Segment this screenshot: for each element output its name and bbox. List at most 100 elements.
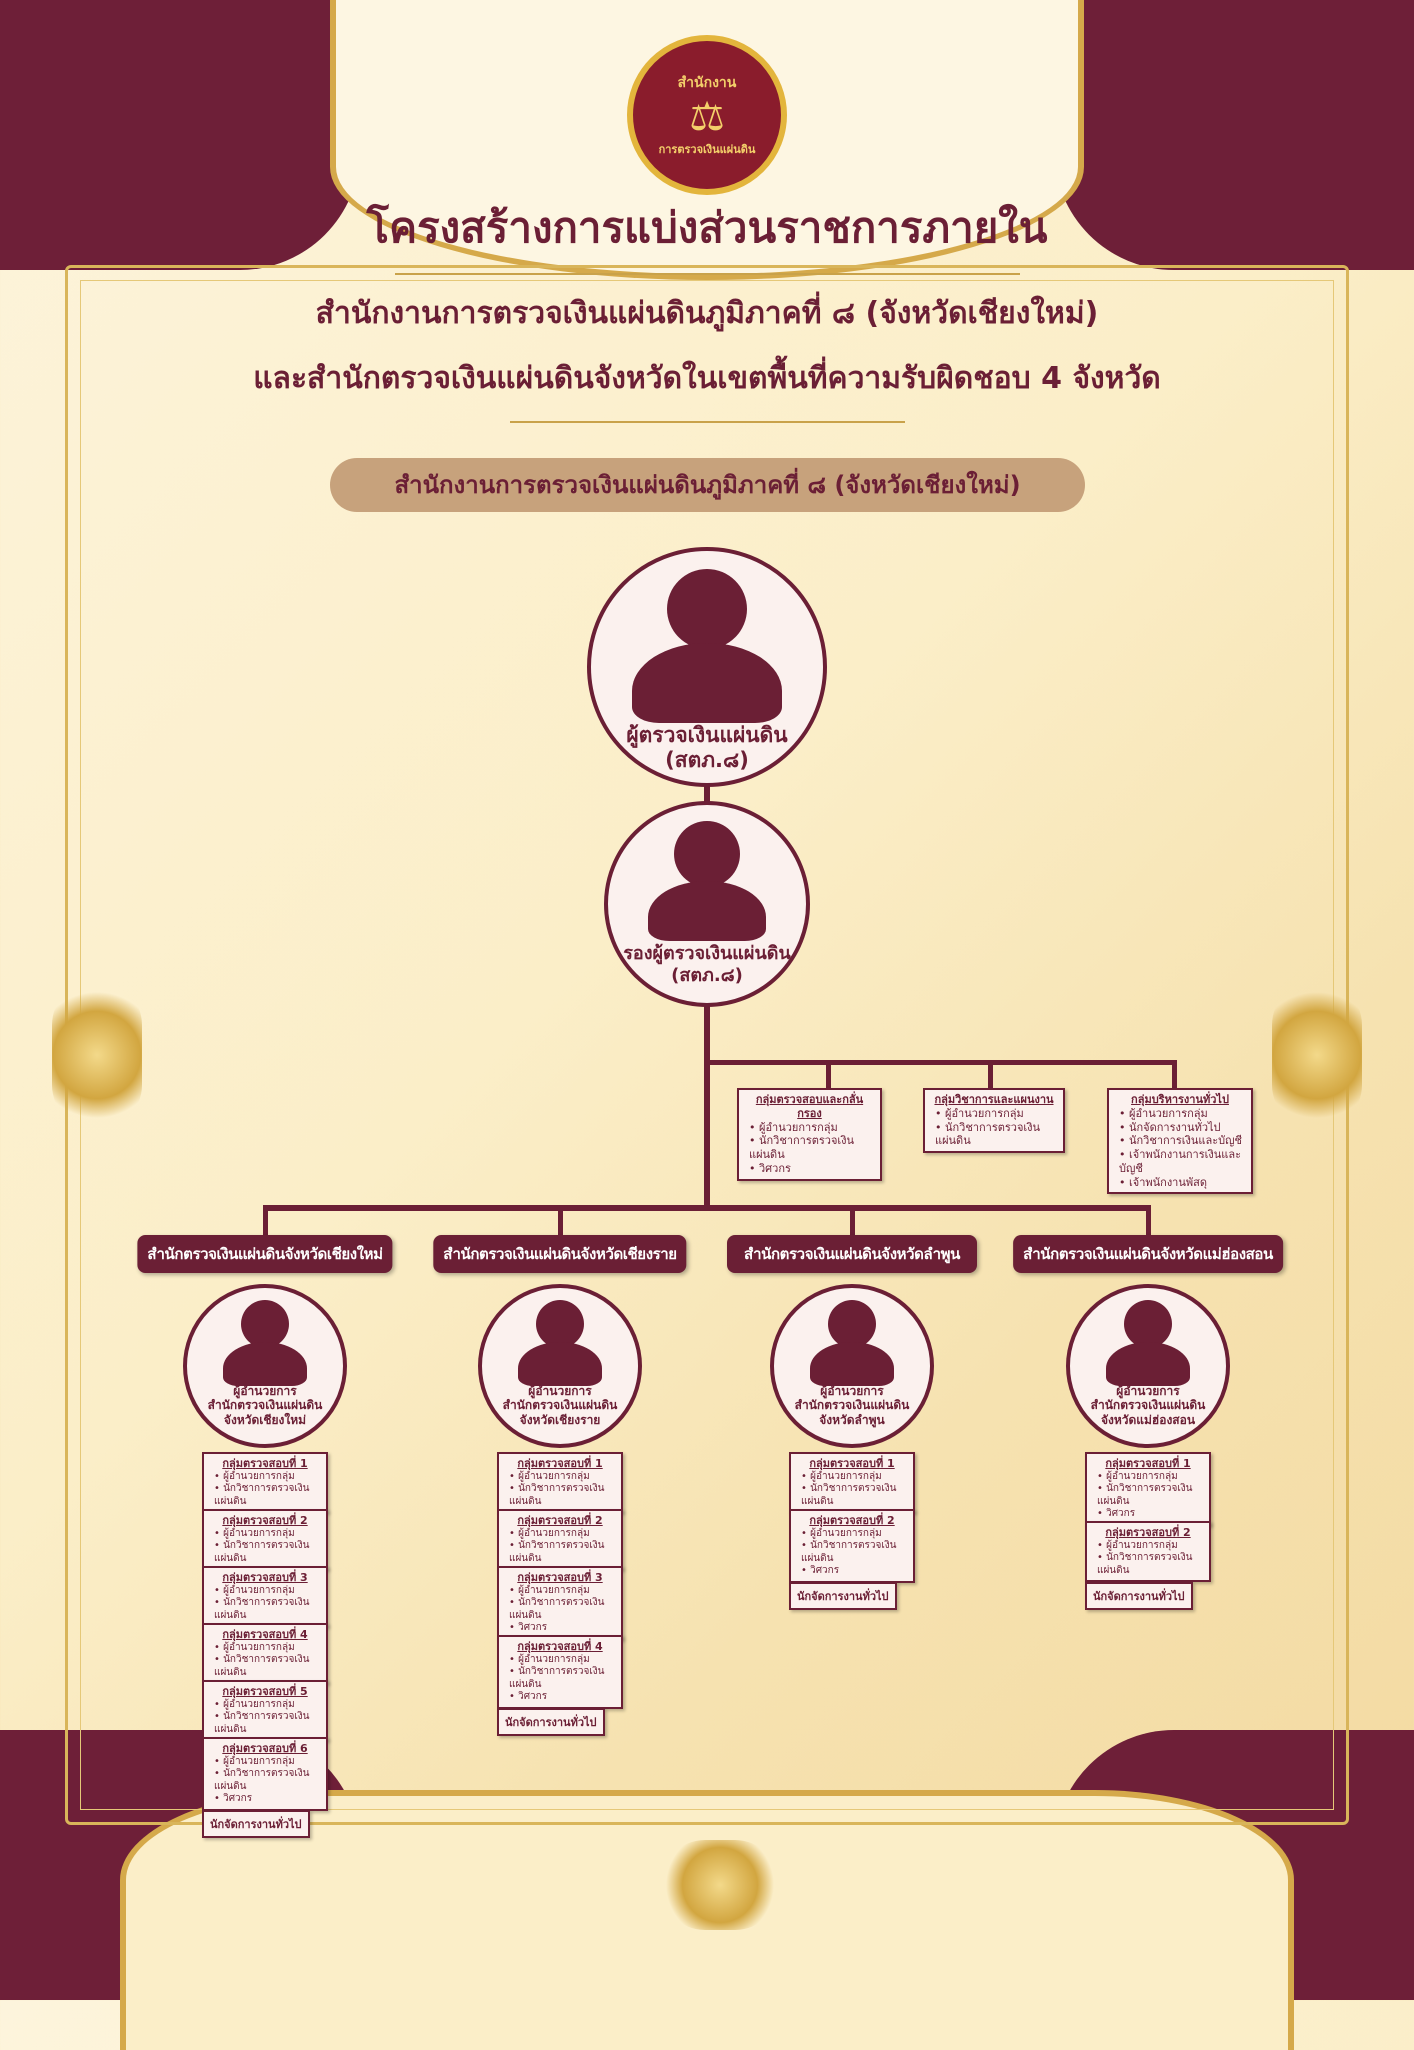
unit-title: กลุ่มบริหารงานทั่วไป bbox=[1131, 1093, 1229, 1106]
province-office-header: สำนักตรวจเงินแผ่นดินจังหวัดลำพูน bbox=[727, 1235, 977, 1273]
connector-line bbox=[850, 1205, 855, 1237]
unit-position: นักวิชาการตรวจเงินแผ่นดิน bbox=[509, 1540, 615, 1565]
auditor-general-node: ผู้ตรวจเงินแผ่นดิน (สตภ.๘) bbox=[587, 547, 827, 787]
unit-position: วิศวกร bbox=[214, 1793, 320, 1806]
person-icon-body bbox=[810, 1342, 894, 1386]
unit-box: กลุ่มตรวจสอบที่ 1ผู้อำนวยการกลุ่มนักวิชา… bbox=[202, 1452, 328, 1514]
connector-line bbox=[558, 1205, 563, 1237]
unit-position: ผู้อำนวยการกลุ่ม bbox=[214, 1756, 320, 1769]
person-icon bbox=[536, 1300, 584, 1348]
unit-box: กลุ่มตรวจสอบที่ 4ผู้อำนวยการกลุ่มนักวิชา… bbox=[497, 1635, 623, 1709]
unit-position: นักวิชาการตรวจเงินแผ่นดิน bbox=[509, 1666, 615, 1691]
unit-position: ผู้อำนวยการกลุ่ม bbox=[935, 1107, 1057, 1121]
unit-box: กลุ่มตรวจสอบที่ 5ผู้อำนวยการกลุ่มนักวิชา… bbox=[202, 1680, 328, 1742]
connector-line bbox=[988, 1060, 993, 1090]
director-label: ผู้อำนวยการ bbox=[233, 1384, 297, 1398]
unit-title: กลุ่มตรวจสอบที่ 2 bbox=[222, 1514, 308, 1527]
unit-title: กลุ่มตรวจสอบที่ 2 bbox=[809, 1514, 895, 1527]
unit-position: ผู้อำนวยการกลุ่ม bbox=[214, 1528, 320, 1541]
unit-position: นักวิชาการตรวจเงินแผ่นดิน bbox=[1097, 1483, 1203, 1508]
unit-position: ผู้อำนวยการกลุ่ม bbox=[1097, 1471, 1203, 1484]
director-label: จังหวัดเชียงใหม่ bbox=[223, 1412, 307, 1427]
unit-position: นักวิชาการตรวจเงินแผ่นดิน bbox=[214, 1654, 320, 1679]
connector-line bbox=[1172, 1060, 1177, 1090]
corner-decoration bbox=[0, 0, 360, 270]
unit-position: ผู้อำนวยการกลุ่ม bbox=[801, 1471, 907, 1484]
unit-box: กลุ่มตรวจสอบที่ 4ผู้อำนวยการกลุ่มนักวิชา… bbox=[202, 1623, 328, 1685]
general-admin-box: นักจัดการงานทั่วไป bbox=[497, 1708, 605, 1736]
person-icon-body bbox=[632, 643, 782, 723]
director-label: ผู้อำนวยการ bbox=[1116, 1384, 1180, 1398]
node-title: ผู้ตรวจเงินแผ่นดิน bbox=[626, 723, 788, 747]
unit-position: นักจัดการงานทั่วไป bbox=[1119, 1121, 1245, 1135]
divider bbox=[395, 273, 1020, 275]
director-label: ผู้อำนวยการ bbox=[528, 1384, 592, 1398]
connector-line bbox=[707, 1060, 1177, 1065]
divider bbox=[510, 421, 905, 423]
unit-position: ผู้อำนวยการกลุ่ม bbox=[214, 1642, 320, 1655]
unit-position: นักวิชาการตรวจเงินแผ่นดิน bbox=[509, 1483, 615, 1508]
floral-ornament-icon bbox=[52, 980, 142, 1130]
unit-box: กลุ่มตรวจสอบที่ 1ผู้อำนวยการกลุ่มนักวิชา… bbox=[497, 1452, 623, 1514]
unit-title: กลุ่มตรวจสอบที่ 1 bbox=[1105, 1457, 1191, 1470]
unit-box: กลุ่มวิชาการและแผนงานผู้อำนวยการกลุ่มนัก… bbox=[923, 1088, 1065, 1153]
general-admin-box: นักจัดการงานทั่วไป bbox=[1085, 1582, 1193, 1610]
unit-box: กลุ่มตรวจสอบที่ 2ผู้อำนวยการกลุ่มนักวิชา… bbox=[202, 1509, 328, 1571]
scales-icon: ⚖ bbox=[689, 94, 725, 140]
unit-position: นักวิชาการตรวจเงินแผ่นดิน bbox=[214, 1768, 320, 1793]
unit-position: นักวิชาการตรวจเงินแผ่นดิน bbox=[1097, 1552, 1203, 1577]
unit-box: กลุ่มตรวจสอบที่ 2ผู้อำนวยการกลุ่มนักวิชา… bbox=[497, 1509, 623, 1571]
unit-title: กลุ่มตรวจสอบที่ 4 bbox=[222, 1628, 308, 1641]
unit-position: ผู้อำนวยการกลุ่ม bbox=[509, 1585, 615, 1598]
unit-position: เจ้าพนักงานการเงินและบัญชี bbox=[1119, 1148, 1245, 1176]
unit-position: ผู้อำนวยการกลุ่ม bbox=[509, 1528, 615, 1541]
unit-position: นักวิชาการตรวจเงินแผ่นดิน bbox=[801, 1540, 907, 1565]
page-title: โครงสร้างการแบ่งส่วนราชการภายใน bbox=[366, 203, 1048, 252]
province-director-node: ผู้อำนวยการสำนักตรวจเงินแผ่นดินจังหวัดแม… bbox=[1066, 1284, 1230, 1448]
unit-box: กลุ่มตรวจสอบที่ 6ผู้อำนวยการกลุ่มนักวิชา… bbox=[202, 1737, 328, 1811]
province-office-header: สำนักตรวจเงินแผ่นดินจังหวัดแม่ฮ่องสอน bbox=[1013, 1235, 1283, 1273]
unit-position: ผู้อำนวยการกลุ่ม bbox=[749, 1121, 874, 1135]
logo-text-bottom: การตรวจเงินแผ่นดิน bbox=[658, 143, 756, 156]
unit-position: วิศวกร bbox=[509, 1622, 615, 1635]
person-icon-body bbox=[223, 1342, 307, 1386]
person-icon bbox=[1124, 1300, 1172, 1348]
unit-box: กลุ่มตรวจสอบที่ 1ผู้อำนวยการกลุ่มนักวิชา… bbox=[789, 1452, 915, 1514]
unit-position: ผู้อำนวยการกลุ่ม bbox=[214, 1471, 320, 1484]
unit-title: กลุ่มตรวจสอบที่ 1 bbox=[222, 1457, 308, 1470]
director-label: ผู้อำนวยการ bbox=[820, 1384, 884, 1398]
director-label: สำนักตรวจเงินแผ่นดิน bbox=[502, 1398, 618, 1413]
unit-title: กลุ่มตรวจสอบที่ 3 bbox=[517, 1571, 603, 1584]
corner-decoration bbox=[1054, 0, 1414, 270]
director-label: สำนักตรวจเงินแผ่นดิน bbox=[794, 1398, 910, 1413]
logo-text-top: สำนักงาน bbox=[677, 75, 737, 91]
unit-box: กลุ่มบริหารงานทั่วไปผู้อำนวยการกลุ่มนักจ… bbox=[1107, 1088, 1253, 1195]
deputy-auditor-node: รองผู้ตรวจเงินแผ่นดิน (สตภ.๘) bbox=[604, 801, 810, 1007]
province-office-header: สำนักตรวจเงินแผ่นดินจังหวัดเชียงใหม่ bbox=[137, 1235, 393, 1273]
unit-title: กลุ่มตรวจสอบที่ 1 bbox=[517, 1457, 603, 1470]
unit-position: วิศวกร bbox=[509, 1691, 615, 1704]
unit-position: วิศวกร bbox=[1097, 1508, 1203, 1521]
general-admin-box: นักจัดการงานทั่วไป bbox=[202, 1810, 310, 1838]
person-icon-body bbox=[1106, 1342, 1190, 1386]
node-subtitle: (สตภ.๘) bbox=[665, 748, 749, 773]
unit-position: นักวิชาการตรวจเงินแผ่นดิน bbox=[214, 1711, 320, 1736]
person-icon-body bbox=[518, 1342, 602, 1386]
unit-title: กลุ่มตรวจสอบและกลั่นกรอง bbox=[755, 1093, 864, 1120]
director-label: จังหวัดลำพูน bbox=[819, 1412, 885, 1427]
unit-position: นักวิชาการตรวจเงินแผ่นดิน bbox=[214, 1597, 320, 1622]
unit-position: วิศวกร bbox=[801, 1565, 907, 1578]
unit-position: นักวิชาการเงินและบัญชี bbox=[1119, 1134, 1245, 1148]
person-icon-body bbox=[648, 881, 766, 941]
person-icon bbox=[241, 1300, 289, 1348]
director-label: สำนักตรวจเงินแผ่นดิน bbox=[1090, 1398, 1206, 1413]
person-icon bbox=[674, 821, 740, 887]
unit-position: นักวิชาการตรวจเงินแผ่นดิน bbox=[935, 1121, 1057, 1149]
unit-position: ผู้อำนวยการกลุ่ม bbox=[214, 1699, 320, 1712]
unit-title: กลุ่มวิชาการและแผนงาน bbox=[934, 1093, 1054, 1106]
node-subtitle: (สตภ.๘) bbox=[671, 964, 743, 986]
unit-position: นักวิชาการตรวจเงินแผ่นดิน bbox=[801, 1483, 907, 1508]
unit-position: ผู้อำนวยการกลุ่ม bbox=[509, 1654, 615, 1667]
unit-box: กลุ่มตรวจสอบที่ 1ผู้อำนวยการกลุ่มนักวิชา… bbox=[1085, 1452, 1211, 1526]
floral-ornament-icon bbox=[660, 1840, 780, 1930]
